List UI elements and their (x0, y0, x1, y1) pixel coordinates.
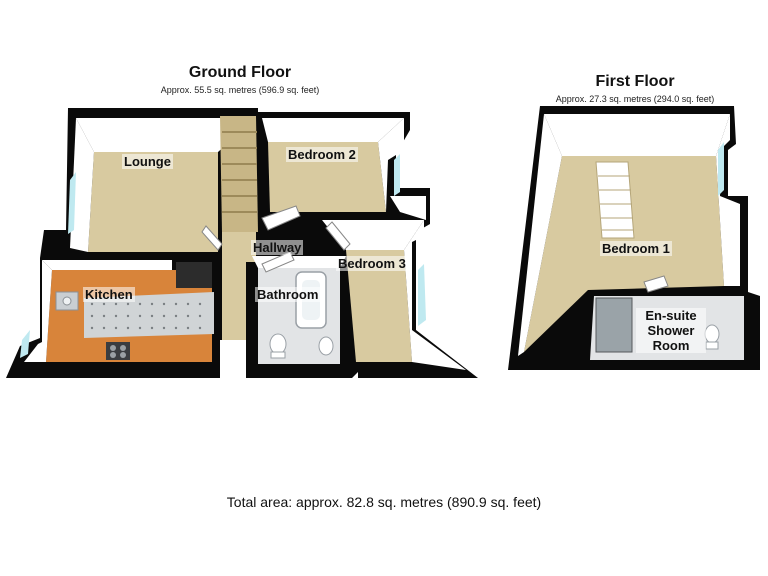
ground-stairs (220, 116, 258, 232)
kitchen-cupboard (176, 262, 212, 288)
ensuite-label-line1: En-suite (645, 308, 697, 323)
ground-floor-plan (6, 108, 478, 378)
bathroom-toilet (269, 333, 287, 359)
room-label-ensuite: En-suite Shower Room (636, 308, 706, 353)
bathroom-basin (318, 336, 334, 356)
room-label-hallway: Hallway (251, 240, 304, 255)
bedroom3-floor (346, 250, 412, 362)
ensuite-toilet (704, 324, 720, 350)
room-label-bedroom1: Bedroom 1 (600, 241, 672, 256)
first-floor-area: Approx. 27.3 sq. metres (294.0 sq. feet) (555, 94, 715, 104)
ground-floor-area: Approx. 55.5 sq. metres (596.9 sq. feet) (160, 85, 320, 95)
room-label-lounge: Lounge (122, 154, 173, 169)
hallway-floor (222, 232, 256, 340)
kitchen-hob (106, 342, 130, 360)
door-swings (201, 205, 351, 273)
first-floor-title: First Floor (595, 73, 675, 90)
first-floor-stairs (595, 161, 635, 239)
room-label-bedroom2: Bedroom 2 (286, 147, 358, 162)
shower-tray (595, 297, 633, 353)
ensuite-label-line2: Shower (647, 323, 695, 338)
kitchen-sink (55, 291, 79, 311)
lounge-floor (88, 152, 218, 252)
room-label-kitchen: Kitchen (83, 287, 135, 302)
total-area: Total area: approx. 82.8 sq. metres (890… (226, 494, 542, 510)
room-label-bathroom: Bathroom (255, 287, 321, 302)
first-floor-plan (508, 106, 760, 370)
kitchen-tile-dots (90, 302, 202, 330)
ensuite-label-line3: Room (652, 338, 690, 353)
ground-floor-title: Ground Floor (188, 64, 292, 81)
room-label-bedroom3: Bedroom 3 (336, 256, 408, 271)
